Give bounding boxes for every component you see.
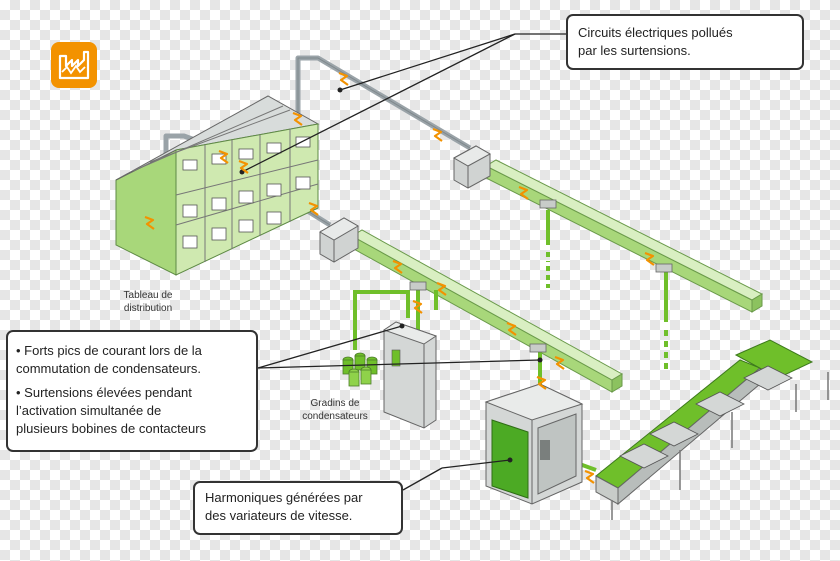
callout-polluted-circuits: Circuits électriques pollués par les sur… xyxy=(566,14,804,70)
junction-box-lower xyxy=(319,217,359,263)
distribution-switchboard xyxy=(115,95,320,276)
callout-capacitor-switching: • Forts pics de courant lors de la commu… xyxy=(6,330,258,452)
capacitor-cabinet xyxy=(382,321,438,429)
capacitor-banks xyxy=(342,352,378,387)
callout-top-line1: Circuits électriques pollués xyxy=(578,25,733,40)
label-tableau-line2: distribution xyxy=(123,303,173,314)
callout-left-b1l2: commutation de condensateurs. xyxy=(16,361,201,376)
conveyor xyxy=(595,339,829,520)
callout-left-b1l1: • Forts pics de courant lors de la xyxy=(16,343,202,358)
surge-zigzag-icon xyxy=(338,72,350,86)
callout-harmonics: Harmoniques générées par des variateurs … xyxy=(193,481,403,535)
label-tableau-line1: Tableau de xyxy=(123,290,173,301)
callout-bottom-line1: Harmoniques générées par xyxy=(205,490,363,505)
label-distribution-board: Tableau de distribution xyxy=(108,289,188,315)
factory-icon xyxy=(51,42,97,88)
label-gradins-line1: Gradins de xyxy=(310,398,360,409)
junction-box-upper xyxy=(452,145,492,189)
callout-bottom-line2: des variateurs de vitesse. xyxy=(205,508,353,523)
surge-zigzag-icon xyxy=(584,470,596,484)
label-gradins-line2: condensateurs xyxy=(302,411,368,422)
busbar-upper xyxy=(484,159,764,313)
callout-left-b2l3: plusieurs bobines de contacteurs xyxy=(16,421,207,436)
callout-left-b2l1: • Surtensions élevées pendant xyxy=(16,385,192,400)
callout-left-b2l2: l’activation simultanée de xyxy=(16,403,162,418)
callout-top-line2: par les surtensions. xyxy=(578,43,691,58)
leader-lines xyxy=(241,33,566,491)
surge-zigzag-icon xyxy=(432,128,444,142)
drive-cabinet xyxy=(484,383,584,505)
label-capacitor-banks: Gradins de condensateurs xyxy=(290,397,380,423)
